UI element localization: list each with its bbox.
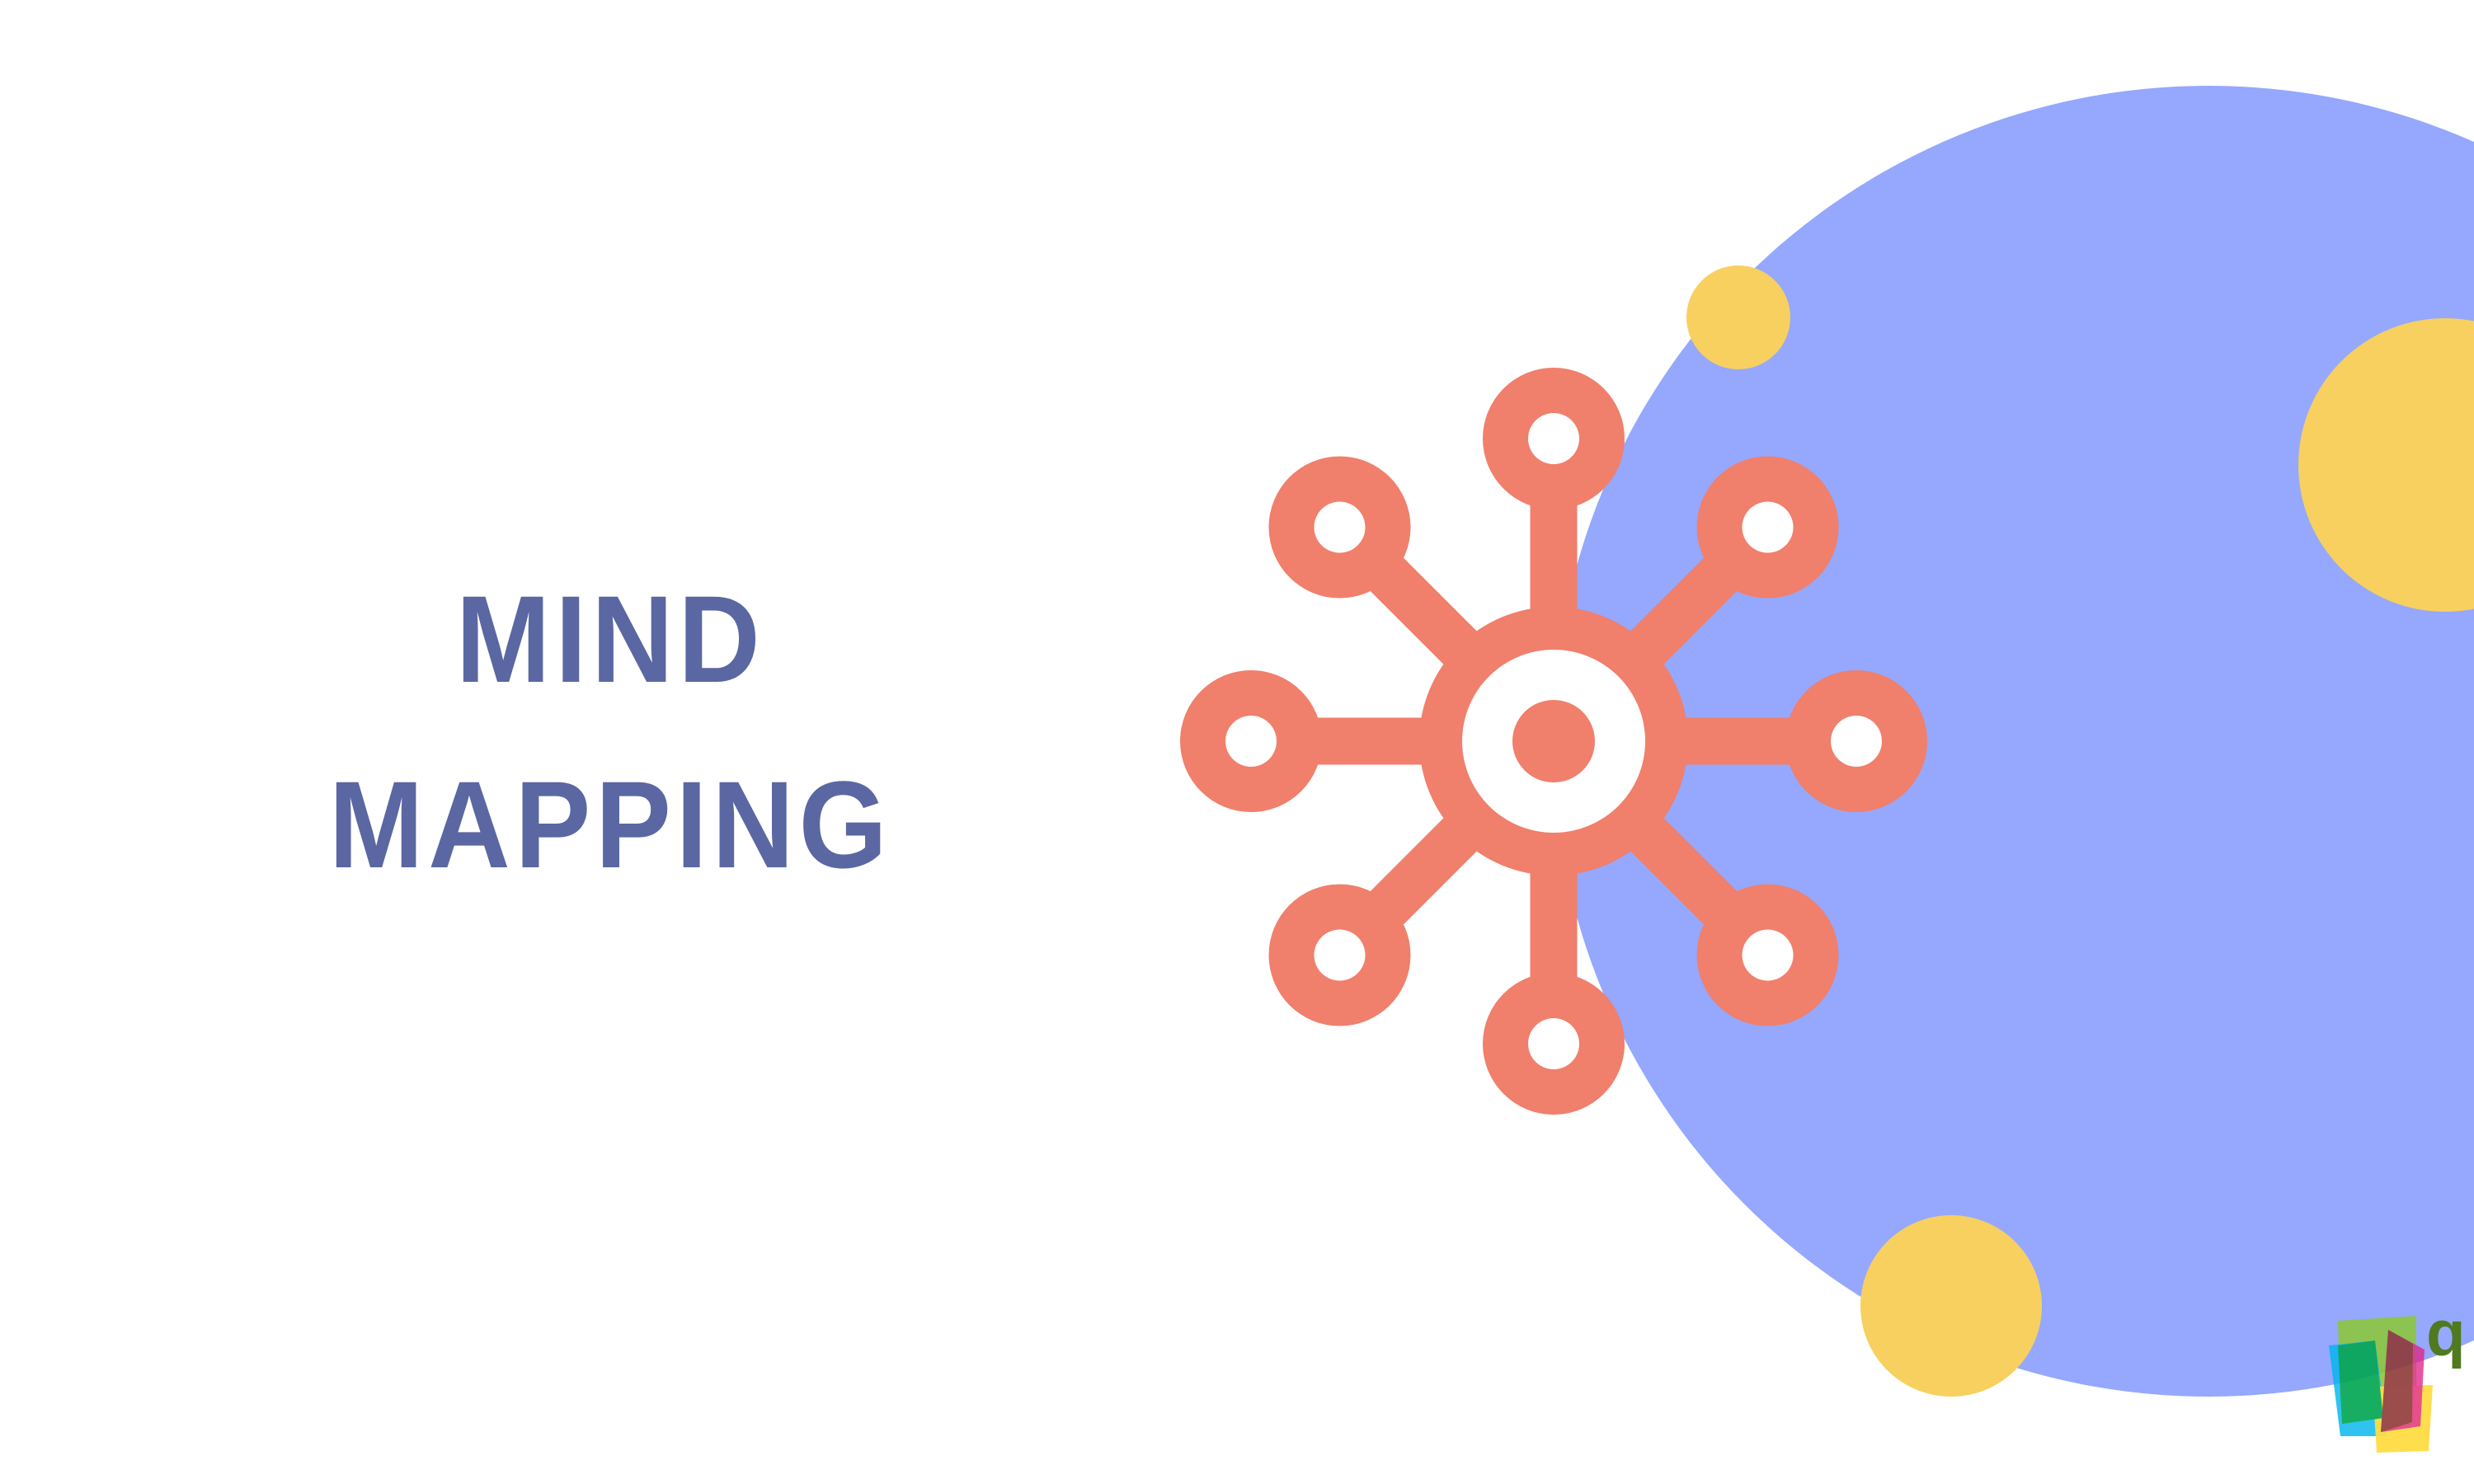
small-yellow-dot: [1686, 265, 1790, 369]
mind-map-node-hole: [1742, 501, 1794, 553]
mind-map-node-hole: [1742, 929, 1794, 981]
mind-map-node-hole: [1314, 929, 1366, 981]
mind-map-node-hole: [1528, 413, 1579, 464]
mind-map-node-hole: [1831, 716, 1882, 767]
bottom-yellow-dot: [1860, 1215, 2042, 1397]
right-yellow-dot: [2298, 318, 2474, 612]
title-line-1: MIND: [455, 570, 765, 708]
logo-icon: [2329, 1316, 2433, 1453]
logo-letter: q: [2426, 1297, 2466, 1369]
title-line-2: MAPPING: [328, 755, 892, 894]
mind-map-node-hole: [1314, 501, 1366, 553]
large-blue-circle: [1553, 86, 2474, 1397]
mind-map-node-hole: [1528, 1018, 1579, 1069]
mind-map-center-dot: [1512, 700, 1595, 782]
mind-map-node-hole: [1225, 716, 1277, 767]
mind-map-icon: [1180, 368, 1927, 1115]
